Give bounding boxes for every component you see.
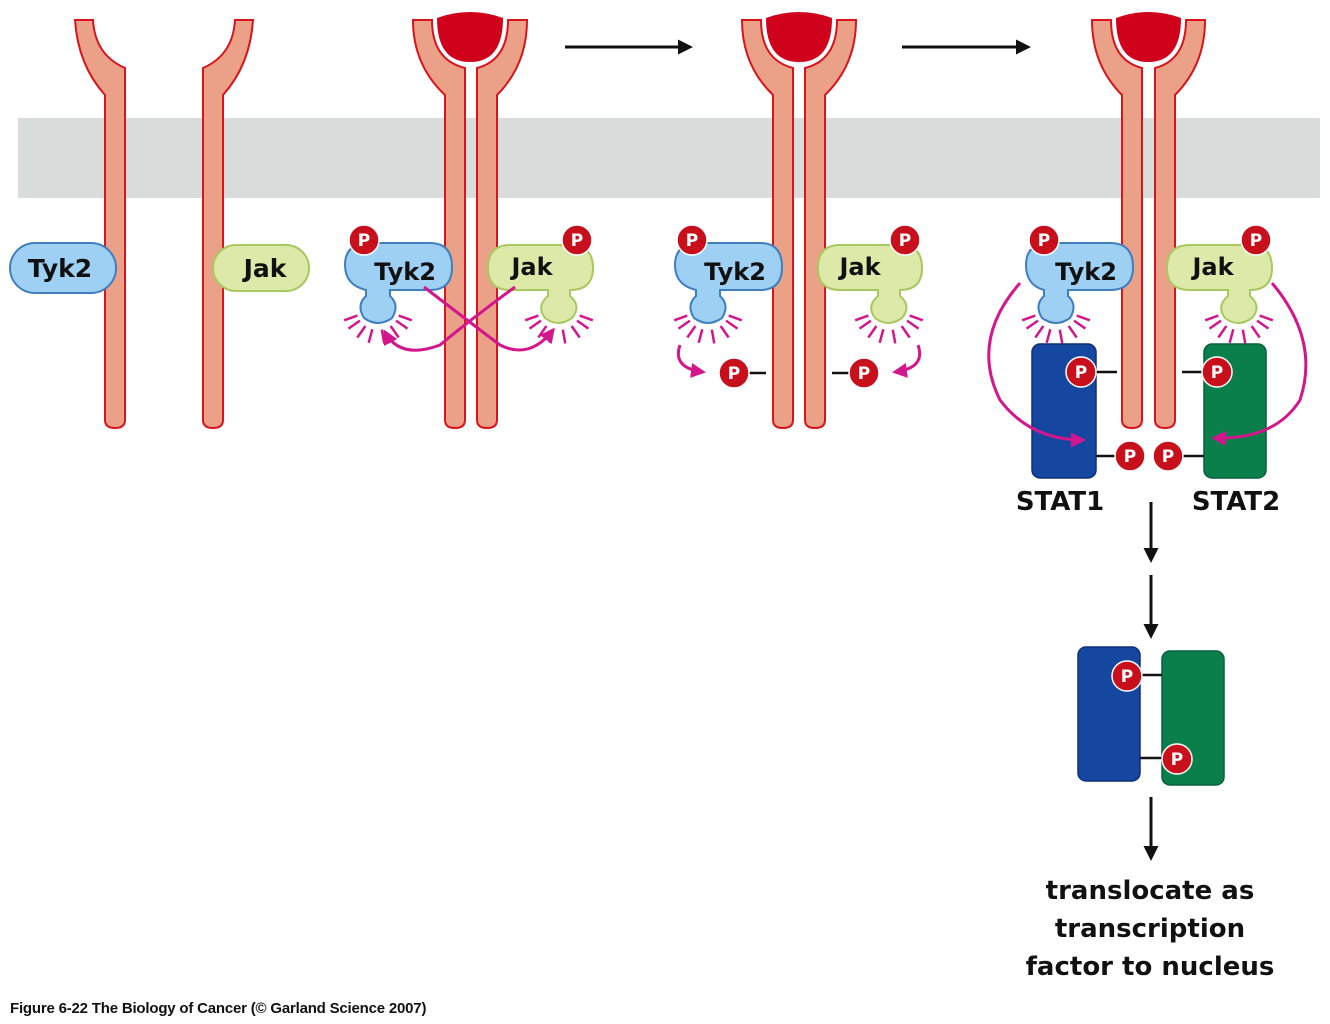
phosphorylation-arrow: [676, 344, 706, 378]
tyk2-kinase: [343, 242, 454, 324]
activation-bursts: [343, 314, 1274, 344]
phosphate-icon: P: [1152, 440, 1184, 472]
tyk2-kinase: [673, 242, 784, 324]
phosphate-icon: P: [889, 224, 921, 256]
phosphate-label: P: [1038, 231, 1050, 251]
stat1-label: STAT1: [1016, 487, 1104, 517]
stage-2: Tyk2 Jak: [343, 12, 595, 430]
phosphate-icon: P: [848, 357, 880, 389]
jak-label: Jak: [837, 253, 881, 281]
jak-kinase: [486, 244, 595, 324]
phosphate-groups: P P P P P P P P P P P P P P: [348, 224, 1272, 775]
phosphate-icon: P: [348, 224, 380, 256]
jak-label: Jak: [509, 253, 553, 281]
phosphate-label: P: [358, 231, 370, 251]
cross-phosphorylation-arrow: [383, 285, 516, 352]
receptor-chain-left: [73, 19, 126, 430]
activation-burst-icon: [343, 314, 413, 344]
figure-caption: Figure 6-22 The Biology of Cancer (© Gar…: [10, 1000, 427, 1017]
tyk2-kinase: [9, 242, 117, 294]
stat-dimer: [1077, 646, 1225, 786]
receptor-chain-left: [1090, 19, 1143, 430]
phosphate-icon: P: [561, 224, 593, 256]
phosphate-label: P: [1211, 363, 1223, 383]
jak-label: Jak: [1190, 253, 1234, 281]
receptor-chain-right: [1154, 19, 1207, 430]
ligand: [437, 12, 503, 62]
phosphate-label: P: [1124, 447, 1136, 467]
receptor-chain-left: [740, 19, 794, 430]
ligand: [766, 12, 832, 62]
jak-kinase: [1165, 244, 1274, 324]
phosphate-icon: P: [1114, 440, 1146, 472]
receptor-chain-left: [411, 19, 466, 430]
phosphate-icon: P: [1240, 224, 1272, 256]
stage-4: Tyk2 Jak STAT1 STAT2: [987, 12, 1308, 517]
cross-phosphorylation-arrow: [423, 285, 555, 352]
outcome-text: translocate as transcription factor to n…: [990, 872, 1310, 986]
stat-phosphorylation-arrow: [987, 282, 1086, 448]
jak-kinase: [816, 244, 924, 324]
receptor-chain-right: [476, 19, 529, 430]
receptor-chain-right: [202, 19, 255, 430]
jak-kinase: [212, 244, 310, 292]
stage-3: Tyk2 Jak: [673, 12, 924, 430]
phosphate-label: P: [571, 231, 583, 251]
receptor-chain-right: [804, 19, 858, 430]
phosphate-label: P: [728, 364, 740, 384]
stat-phosphorylation-arrow: [1211, 282, 1308, 446]
tyk2-label: Tyk2: [704, 258, 766, 286]
jak-label: Jak: [242, 254, 288, 283]
activation-burst-icon: [1204, 314, 1274, 344]
phosphate-icon: P: [1111, 660, 1143, 692]
tyk2-kinase: [1024, 242, 1135, 324]
phosphorylation-arrow: [892, 344, 922, 378]
phosphate-label: P: [858, 364, 870, 384]
phosphate-label: P: [1250, 231, 1262, 251]
phosphate-label: P: [1162, 447, 1174, 467]
outcome-line: factor to nucleus: [1025, 952, 1275, 982]
tyk2-label: Tyk2: [374, 258, 436, 286]
activation-burst-icon: [524, 314, 594, 344]
phosphate-label: P: [1121, 667, 1133, 687]
stat2-label: STAT2: [1192, 487, 1280, 517]
activation-burst-icon: [854, 314, 924, 344]
phosphate-icon: P: [1028, 224, 1060, 256]
tyk2-label: Tyk2: [28, 254, 92, 283]
outcome-line: translocate as: [1045, 876, 1255, 906]
activation-burst-icon: [1021, 314, 1091, 344]
phosphate-label: P: [899, 231, 911, 251]
phosphate-icon: P: [1161, 743, 1193, 775]
stage-1: Tyk2 Jak: [9, 19, 310, 430]
phosphate-icon: P: [1201, 356, 1233, 388]
phosphate-label: P: [1171, 750, 1183, 770]
ligand: [1116, 12, 1181, 62]
phosphate-icon: P: [1065, 356, 1097, 388]
activation-burst-icon: [673, 314, 743, 344]
phosphate-label: P: [686, 231, 698, 251]
outcome-line: transcription: [1054, 914, 1246, 944]
tyk2-label: Tyk2: [1055, 258, 1117, 286]
phosphate-icon: P: [676, 224, 708, 256]
phosphate-icon: P: [718, 357, 750, 389]
cell-membrane: [18, 118, 1320, 198]
phosphate-label: P: [1075, 363, 1087, 383]
